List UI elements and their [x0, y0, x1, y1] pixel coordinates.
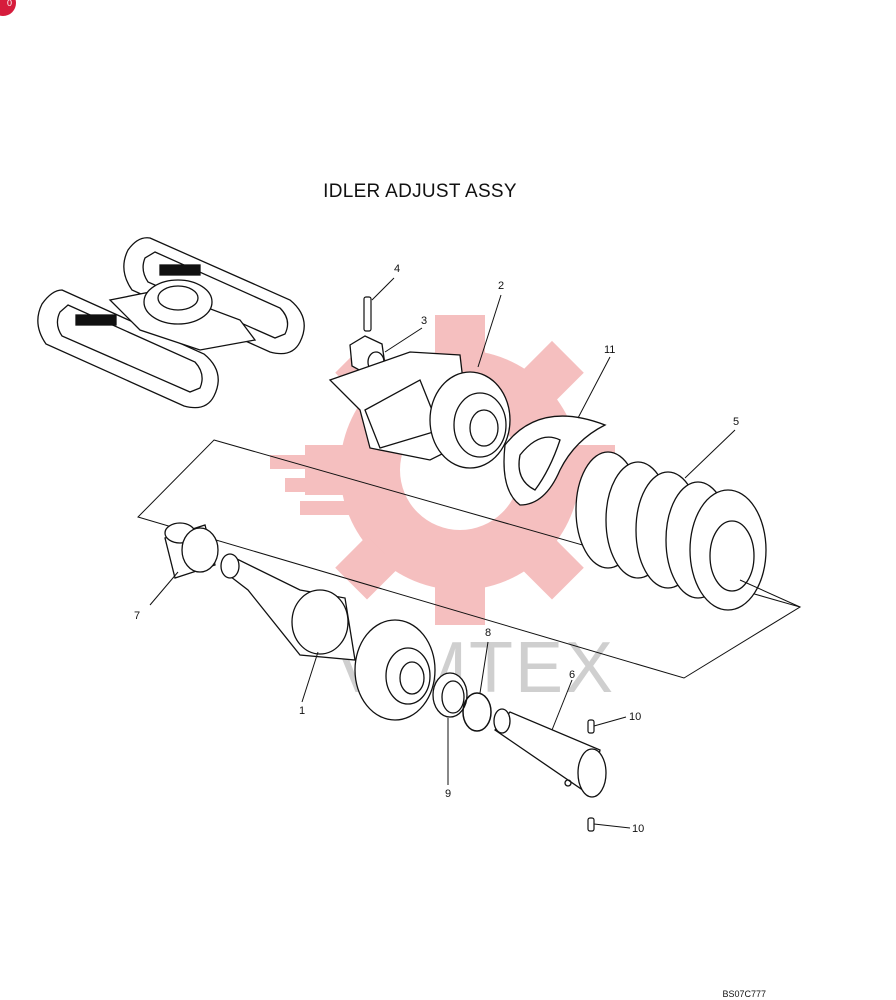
callout-8: 8: [485, 627, 491, 639]
part-11-shim: [503, 415, 607, 506]
callout-11: 11: [604, 344, 615, 356]
part-1-idler-rod: [220, 553, 436, 721]
part-10-spring-pins: [587, 719, 595, 832]
notification-badge[interactable]: 0: [0, 0, 16, 16]
callout-9: 9: [445, 788, 451, 800]
part-6-pin: [493, 708, 607, 798]
part-7-bushing: [164, 522, 219, 579]
diagram-title: IDLER ADJUST ASSY: [323, 181, 517, 202]
part-5-spring: [575, 451, 767, 611]
callout-2: 2: [498, 280, 504, 292]
part-8-o-ring: [462, 692, 492, 732]
callout-5: 5: [733, 416, 739, 428]
callout-7: 7: [134, 610, 140, 622]
callout-3: 3: [421, 315, 427, 327]
callout-1: 1: [299, 705, 305, 717]
callout-6: 6: [569, 669, 575, 681]
callout-10-top: 10: [629, 711, 641, 723]
leader-lines: [149, 277, 801, 829]
undercarriage-thumbnail: [37, 237, 305, 409]
drawing-code: BS07C777: [722, 989, 766, 999]
part-4-bolt: [363, 296, 372, 332]
part-9-ring: [432, 672, 468, 718]
callout-4: 4: [394, 263, 400, 275]
callout-10-bottom: 10: [632, 823, 644, 835]
part-2-yoke: [328, 351, 511, 469]
